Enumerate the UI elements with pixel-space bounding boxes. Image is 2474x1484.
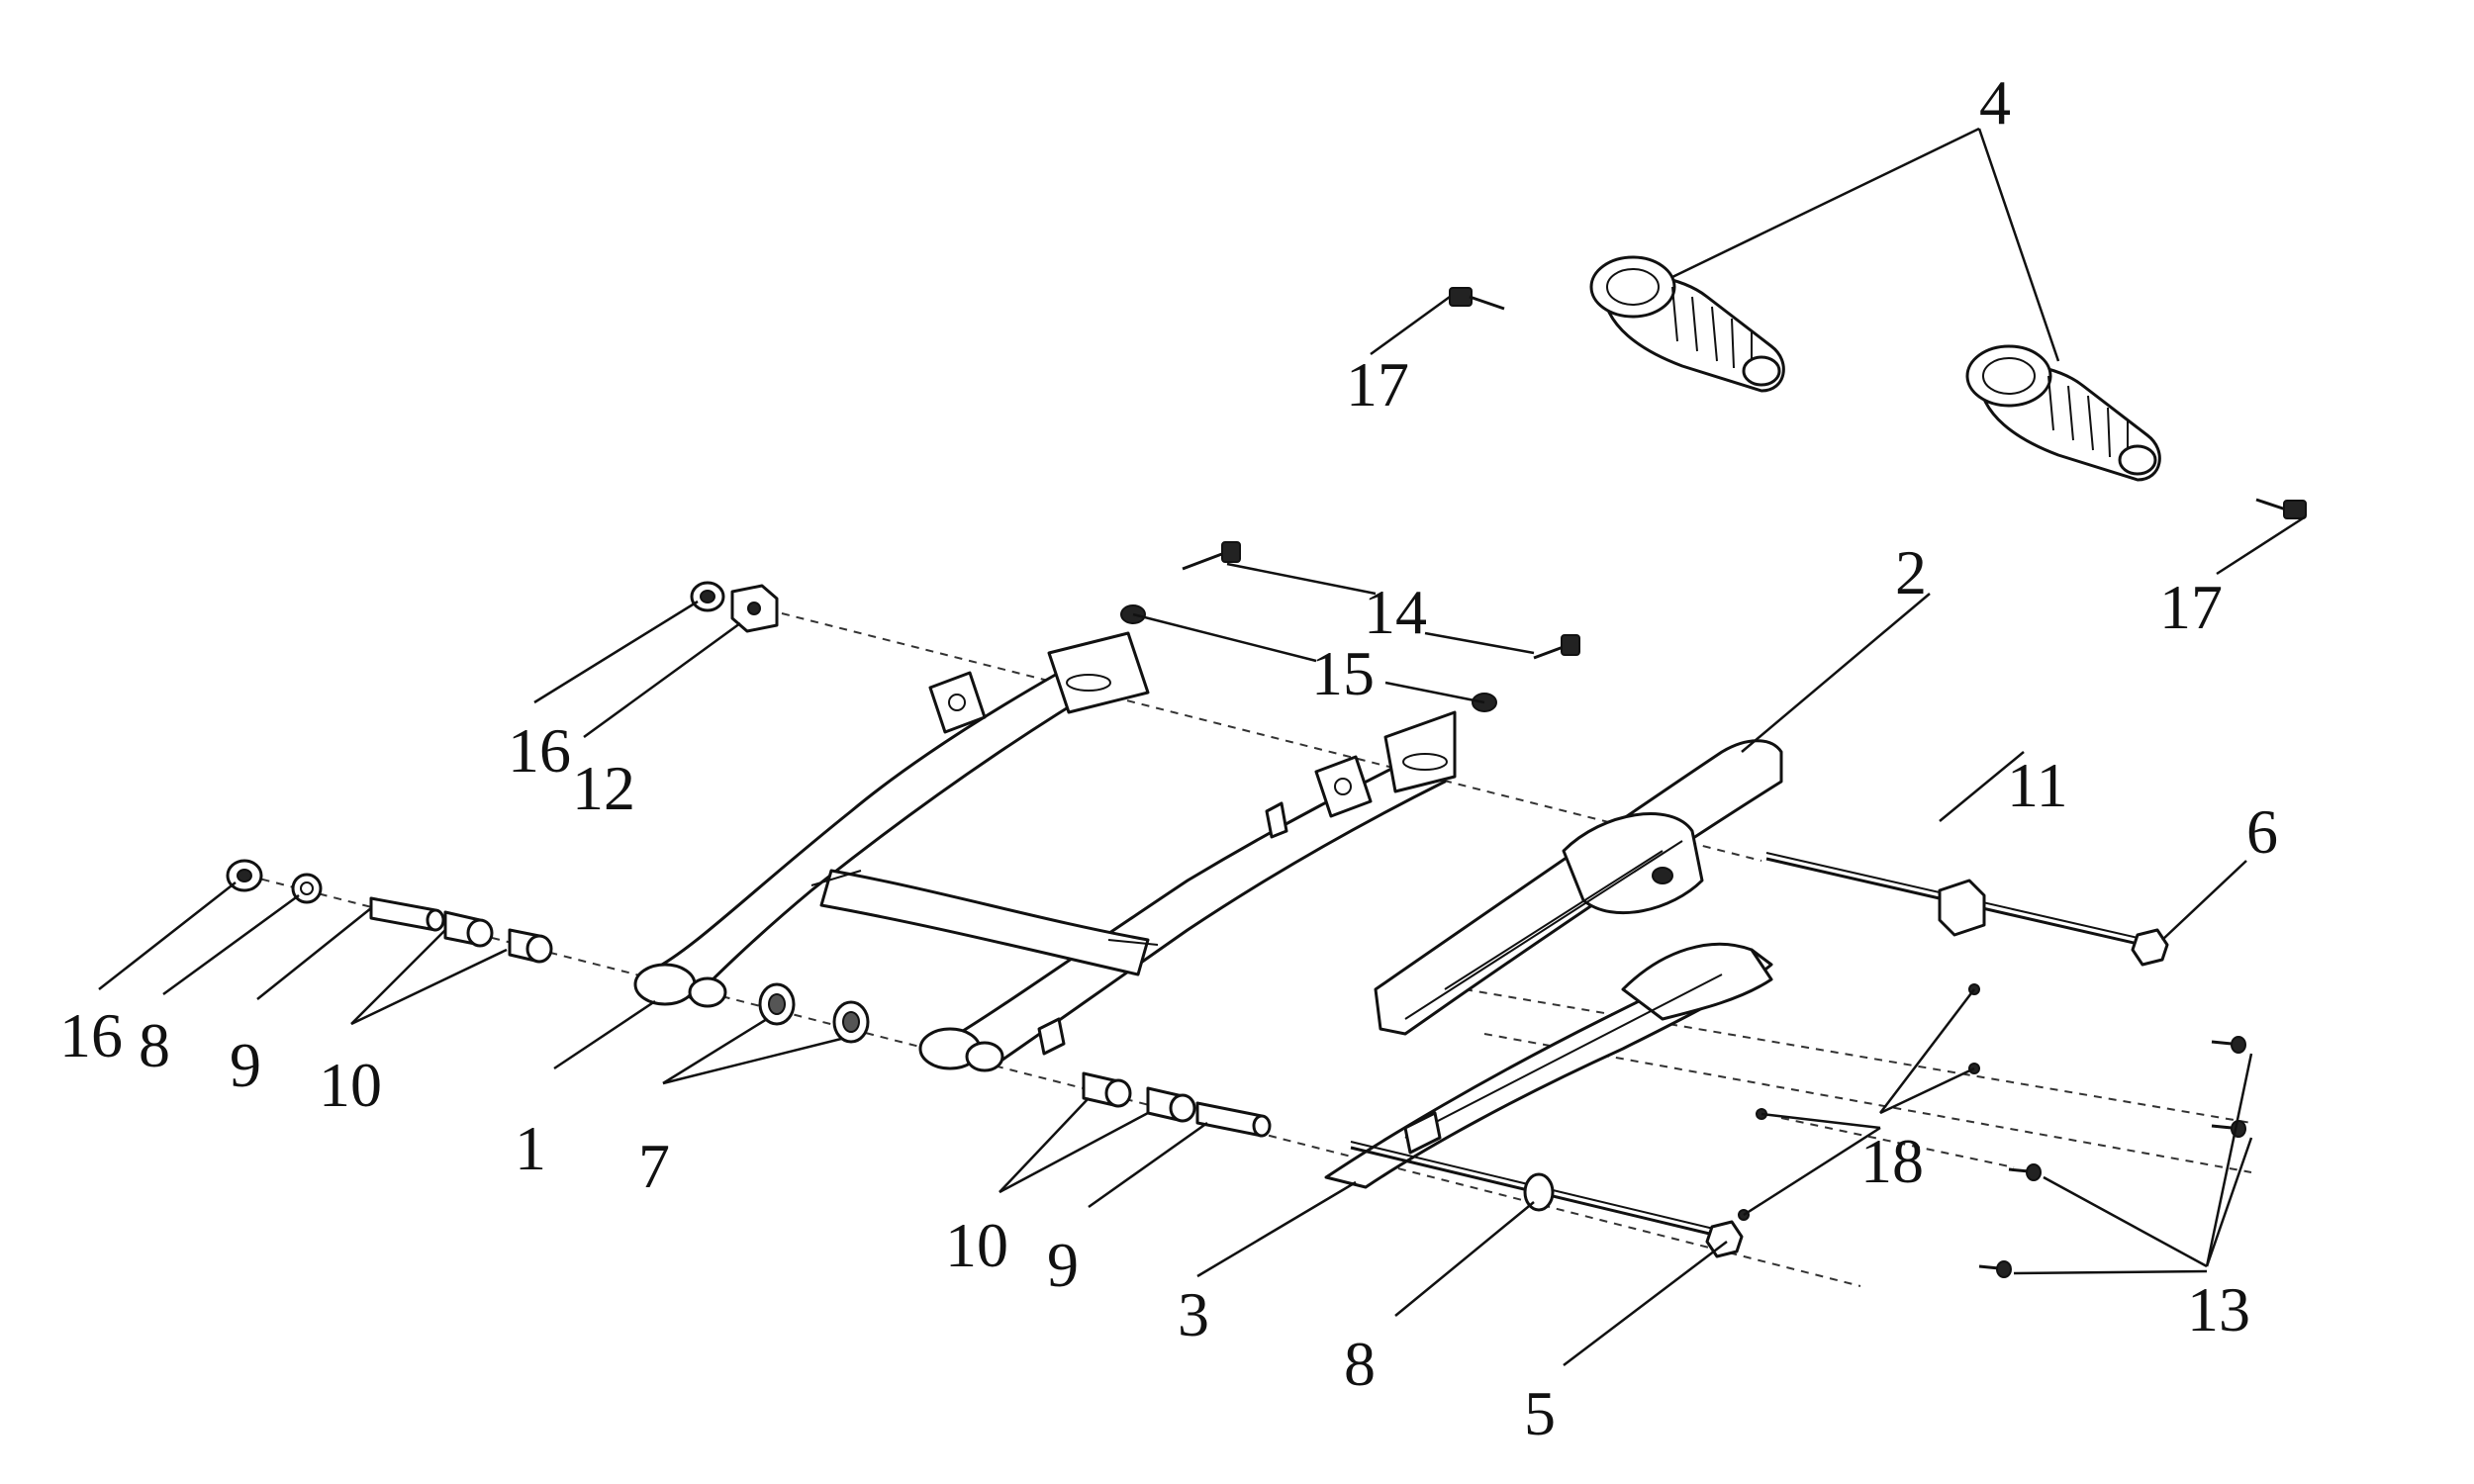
chain-guard-bolt-lower [1533, 634, 1580, 660]
callout-13: 13 [2187, 1274, 2250, 1345]
chain-guard-axis-line-3 [1780, 1117, 2015, 1168]
chain-adjuster-block [730, 584, 779, 633]
callout-4: 4 [1979, 67, 2011, 138]
pivot-bushing-left-2 [508, 928, 553, 964]
pivot-collar-right [1195, 1101, 1272, 1138]
callout-10-right: 10 [945, 1210, 1008, 1280]
callout-12: 12 [572, 753, 635, 823]
pivot-shaft [1350, 1141, 1744, 1258]
leader-lines [98, 127, 2307, 1366]
callout-16-lower: 16 [59, 1000, 123, 1070]
pivot-bushing-right-1 [1082, 1071, 1132, 1108]
callout-10-left: 10 [319, 1050, 382, 1120]
axle-nut-upper [690, 581, 725, 612]
callout-5: 5 [1524, 1378, 1556, 1448]
shock-mount-bolt-upper [1449, 287, 1505, 311]
pivot-collar-left [369, 896, 445, 932]
dust-seal-right [832, 1000, 870, 1044]
callout-11: 11 [2007, 750, 2068, 820]
rear-shock-absorber-left [1589, 255, 1785, 393]
screw-1 [2211, 1036, 2246, 1054]
rear-axle-axis-line [781, 612, 1762, 862]
callout-labels: 4 17 17 14 15 2 16 12 11 6 16 8 9 10 1 7… [59, 67, 2278, 1448]
callout-15: 15 [1311, 638, 1375, 708]
shock-mount-bolt-lower [2255, 498, 2307, 519]
rear-shock-absorber-right [1965, 344, 2161, 482]
callout-6: 6 [2246, 796, 2278, 867]
lower-chain-guard [1324, 942, 1773, 1189]
callout-14: 14 [1364, 577, 1427, 647]
callout-8-right: 8 [1344, 1329, 1376, 1399]
axle-spacer-block [1938, 879, 1986, 937]
callout-9-right: 9 [1047, 1230, 1079, 1300]
chain-guard-bolt-upper [1182, 541, 1241, 571]
callout-3: 3 [1178, 1279, 1209, 1349]
axle-bolt-head [2131, 928, 2169, 967]
screw-3 [2008, 1163, 2042, 1181]
callout-17-lower: 17 [2159, 572, 2223, 642]
pivot-bushing-right-2 [1146, 1086, 1196, 1123]
callout-1: 1 [515, 1113, 546, 1183]
pivot-washer-left [291, 873, 323, 904]
callout-18: 18 [1860, 1126, 1924, 1196]
pivot-axis-line [246, 875, 1861, 1287]
small-fasteners [1738, 983, 2246, 1278]
pivot-bushing-left-1 [443, 910, 494, 948]
callout-16-upper: 16 [508, 715, 571, 786]
chain-guard [1374, 739, 1783, 1036]
pivot-nut-left [226, 859, 263, 892]
callout-7: 7 [638, 1131, 670, 1201]
chain-guard-axis-line-2 [1483, 1033, 2252, 1173]
callout-9-left: 9 [230, 1030, 261, 1100]
callout-2: 2 [1895, 537, 1927, 607]
callout-17-upper: 17 [1346, 349, 1409, 419]
dust-seal-left [758, 982, 796, 1026]
assembly-axes [246, 612, 2252, 1287]
swingarm [633, 631, 1457, 1072]
callout-8-left: 8 [139, 1010, 170, 1080]
screw-4 [1978, 1260, 2012, 1278]
screw-2 [2211, 1120, 2246, 1138]
